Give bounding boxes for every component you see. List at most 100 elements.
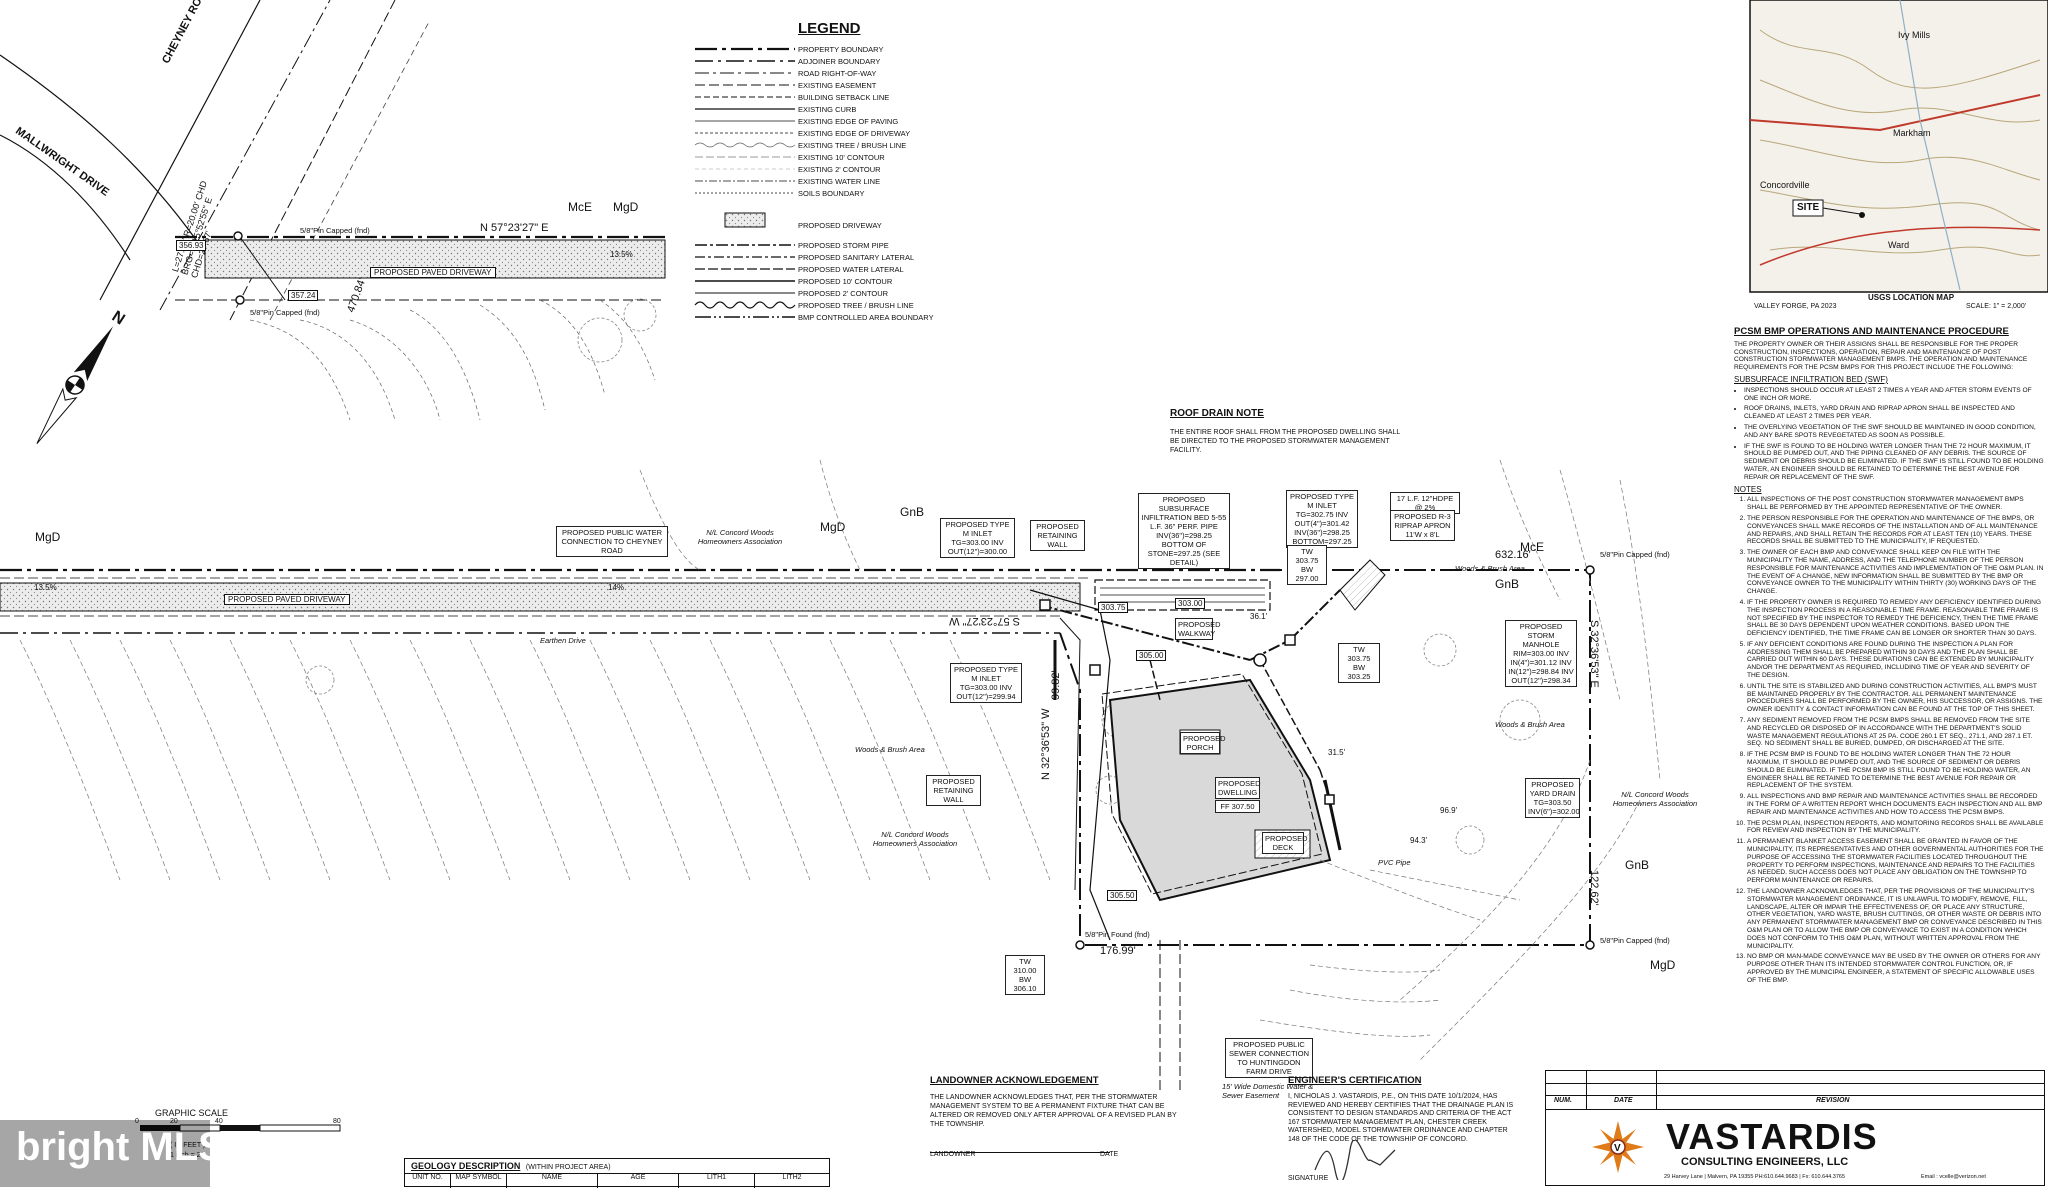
revision-col-line — [1586, 1071, 1587, 1109]
notes-list: ALL INSPECTIONS OF THE POST CONSTRUCTION… — [1734, 496, 2044, 984]
note-item: IF THE PCSM BMP IS FOUND TO BE HOLDING W… — [1747, 751, 2044, 790]
graphic-scale-title: GRAPHIC SCALE — [155, 1108, 229, 1118]
legend-item: BMP CONTROLLED AREA BOUNDARY — [798, 313, 934, 322]
legend-symbols — [694, 47, 796, 318]
inlet-callout: PROPOSED TYPE M INLET TG=303.00 INV OUT(… — [950, 663, 1022, 703]
note-item: ANY SEDIMENT REMOVED FROM THE PCSM BMPS … — [1747, 717, 2044, 748]
easement-label: 15' Wide Domestic Water & Sewer Easement — [1222, 1082, 1314, 1100]
engineer-title: ENGINEER'S CERTIFICATION — [1288, 1075, 1422, 1086]
geology-col: LITH2 — [782, 1174, 802, 1181]
note-item: THE LANDOWNER ACKNOWLEDGES THAT, PER THE… — [1747, 888, 2044, 950]
soil-label: McE — [568, 200, 592, 214]
legend-item: ROAD RIGHT-OF-WAY — [798, 69, 877, 78]
slope-label: 13.5% — [34, 583, 57, 592]
legend-item: EXISTING WATER LINE — [798, 177, 881, 186]
soil-label: MgD — [1650, 958, 1676, 972]
legend-item: PROPOSED WATER LATERAL — [798, 265, 904, 274]
dimension-label: 31.5' — [1328, 748, 1346, 757]
map-place-label: Ivy Mills — [1898, 30, 1930, 40]
wall-elevation-callout: TW 303.75 BW 297.00 — [1287, 545, 1327, 585]
watermark-band — [0, 1120, 210, 1187]
geology-subtitle: (WITHIN PROJECT AREA) — [525, 1164, 611, 1171]
dimension-label: 96.9' — [1440, 806, 1458, 815]
notes-title: NOTES — [1734, 484, 1762, 494]
bearing-west-length: 99.82' — [1050, 670, 1062, 700]
earthen-drive-label: Earthen Drive — [540, 636, 586, 645]
legend-item: PROPOSED TREE / BRUSH LINE — [798, 301, 914, 310]
map-place-label: Markham — [1893, 128, 1931, 138]
swf-item: IF THE SWF IS FOUND TO BE HOLDING WATER … — [1744, 443, 2044, 482]
finished-floor-label: FF 307.50 — [1215, 800, 1260, 813]
geology-table: GEOLOGY DESCRIPTION (WITHIN PROJECT AREA… — [404, 1158, 830, 1188]
legend-spacer — [798, 200, 938, 220]
note-item: THE PCSM PLAN, INSPECTION REPORTS, AND M… — [1747, 820, 2044, 836]
geology-col: MAP SYMBOL — [451, 1174, 507, 1188]
legend-item: EXISTING CURB — [798, 105, 857, 114]
note-item: THE OWNER OF EACH BMP AND CONVEYANCE SHA… — [1747, 549, 2044, 596]
vastardis-logo-icon: V — [1592, 1121, 1644, 1173]
revision-label: REVISION — [1816, 1097, 1850, 1104]
note-item: A PERMANENT BLANKET ACCESS EASEMENT SHAL… — [1747, 838, 2044, 885]
landowner-title: LANDOWNER ACKNOWLEDGEMENT — [930, 1075, 1099, 1086]
legend-item: EXISTING 2' CONTOUR — [798, 165, 881, 174]
company-name: VASTARDIS — [1666, 1116, 1878, 1157]
retaining-wall-callout: PROPOSED RETAINING WALL — [926, 775, 981, 806]
landowner-date-label: DATE — [1100, 1151, 1119, 1158]
driveway-label: PROPOSED PAVED DRIVEWAY — [370, 267, 496, 278]
soil-label: McE — [1520, 540, 1544, 554]
legend-item: PROPOSED STORM PIPE — [798, 241, 889, 250]
landowner-signature-line — [930, 1152, 1110, 1153]
dimension-label: 36.1' — [1250, 612, 1268, 621]
woods-label: Woods & Brush Area — [1495, 720, 1565, 729]
engineer-signature — [1314, 1140, 1396, 1180]
map-place-label: Ward — [1888, 240, 1910, 250]
note-item: UNTIL THE SITE IS STABILIZED AND DURING … — [1747, 683, 2044, 714]
soil-label: GnB — [900, 505, 925, 519]
pcsm-ops-intro: THE PROPERTY OWNER OR THEIR ASSIGNS SHAL… — [1734, 340, 2028, 372]
swf-title: SUBSURFACE INFILTRATION BED (SWF) — [1734, 374, 1888, 384]
bearing-north: N 57°23'27" E — [480, 222, 549, 234]
geology-title-row: GEOLOGY DESCRIPTION (WITHIN PROJECT AREA… — [411, 1161, 611, 1171]
soil-label: MgD — [820, 520, 846, 534]
bearing-south-length: 632.16' — [1495, 549, 1531, 561]
retaining-wall-callout: PROPOSED RETAINING WALL — [1030, 520, 1085, 551]
elevation-label: 303.75 — [1098, 602, 1129, 613]
pcsm-ops-title: PCSM BMP OPERATIONS AND MAINTENANCE PROC… — [1734, 326, 2009, 337]
soil-label: MgD — [35, 530, 61, 544]
legend-item: SOILS BOUNDARY — [798, 189, 865, 198]
soil-label: MgD — [613, 200, 639, 214]
woods-label: Woods & Brush Area — [855, 745, 925, 754]
inlet-callout: PROPOSED TYPE M INLET TG=303.00 INV OUT(… — [940, 518, 1015, 558]
soil-label: GnB — [1495, 577, 1520, 591]
roof-drain-text: THE ENTIRE ROOF SHALL FROM THE PROPOSED … — [1170, 429, 1401, 454]
inset-road-plan — [0, 0, 666, 421]
usgs-map-image — [1749, 0, 2048, 293]
walkway-label: PROPOSED WALKWAY — [1175, 618, 1221, 640]
note-item: NO BMP OR MAN-MADE CONVEYANCE MAY BE USE… — [1747, 953, 2044, 984]
legend-item: PROPOSED SANITARY LATERAL — [798, 253, 915, 262]
legend-item: PROPOSED 10' CONTOUR — [798, 277, 893, 286]
map-title: USGS LOCATION MAP — [1868, 293, 1955, 302]
sewer-callout: PROPOSED PUBLIC SEWER CONNECTION TO HUNT… — [1225, 1038, 1313, 1078]
note-item: ALL INSPECTIONS OF THE POST CONSTRUCTION… — [1747, 496, 2044, 512]
pin-label: 5/8"Pin Found (fnd) — [1085, 930, 1150, 939]
elevation-label: 357.24 — [288, 290, 319, 301]
num-label: NUM. — [1554, 1097, 1572, 1104]
slope-label: 13.5% — [610, 250, 633, 259]
svg-text:V: V — [1614, 1143, 1621, 1154]
legend-item: EXISTING EDGE OF DRIVEWAY — [798, 129, 911, 138]
graphic-scale-unit: ( IN FEET ) — [170, 1142, 206, 1149]
riprap-callout: PROPOSED R-3 RIPRAP APRON 11'W x 8'L — [1390, 510, 1455, 541]
wall-elevation-callout: TW 303.75 BW 303.25 — [1338, 643, 1380, 683]
legend-item: BUILDING SETBACK LINE — [798, 93, 890, 102]
graphic-scale-equivalent: 1 inch = 20 — [170, 1152, 205, 1159]
engineer-sig-label: SIGNATURE — [1288, 1175, 1329, 1182]
geology-col: UNIT NO. — [405, 1174, 451, 1188]
note-item: THE PERSON RESPONSIBLE FOR THE OPERATION… — [1747, 515, 2044, 546]
company-email: Email : vcelle@verizon.net — [1921, 1174, 1986, 1180]
manhole-callout: PROPOSED STORM MANHOLE RIM=303.00 INV IN… — [1505, 620, 1577, 687]
geology-col: NAME — [507, 1174, 598, 1188]
adjoiner-label: N/L Concord Woods Homeowners Association — [697, 528, 783, 546]
water-connection-callout: PROPOSED PUBLIC WATER CONNECTION TO CHEY… — [556, 526, 668, 557]
